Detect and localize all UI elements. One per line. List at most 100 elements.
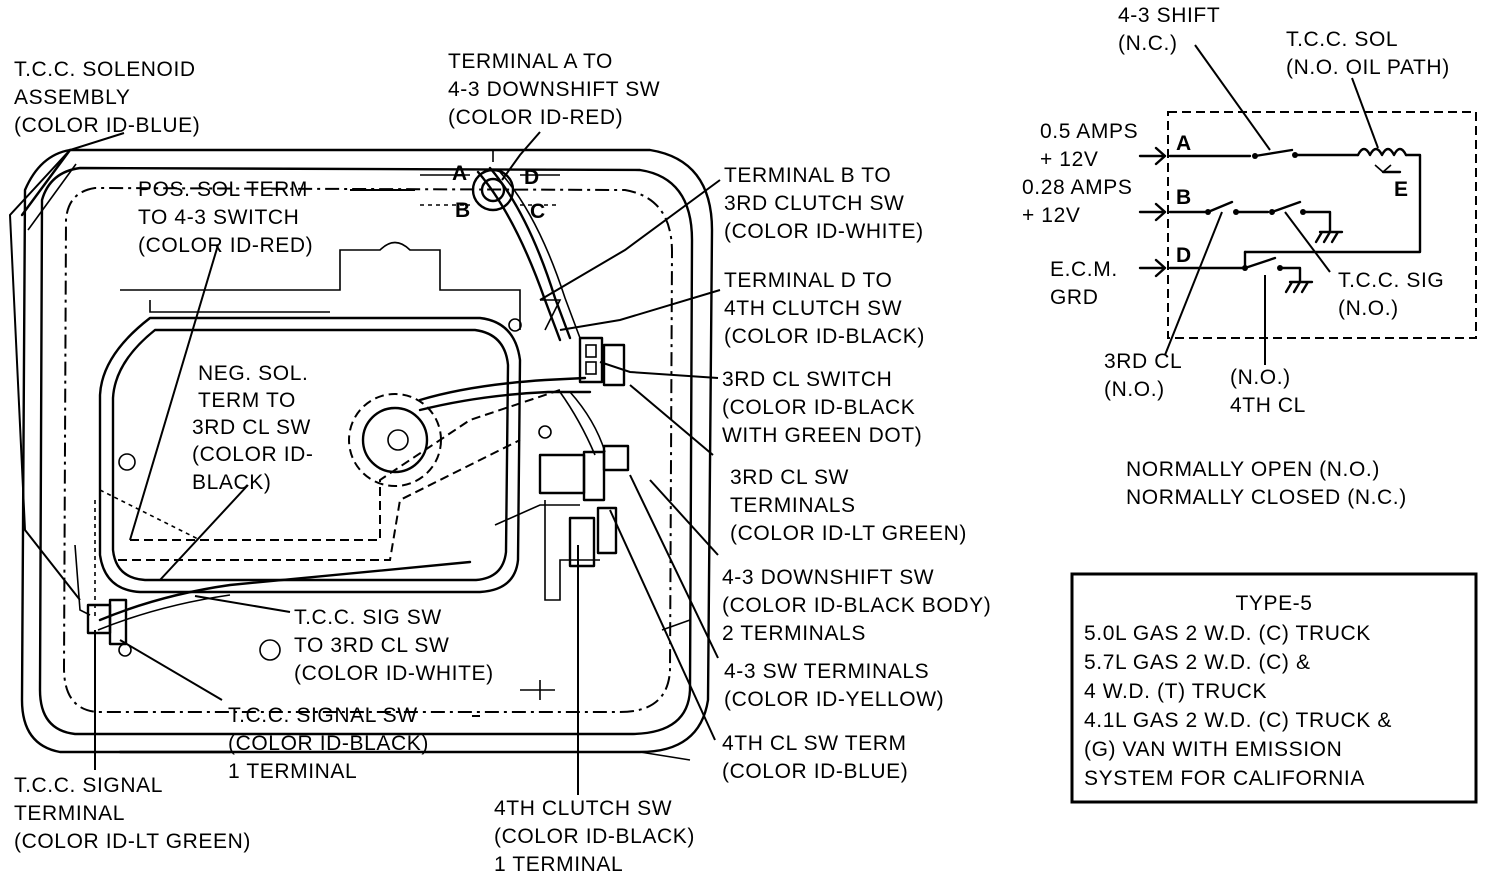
legend: NORMALLY OPEN (N.O.) NORMALLY CLOSED (N.…	[1126, 458, 1407, 509]
svg-text:3RD CL: 3RD CL	[1104, 350, 1182, 373]
svg-text:(N.O.): (N.O.)	[1338, 297, 1399, 320]
legend-normally-closed: NORMALLY CLOSED (N.C.)	[1126, 486, 1407, 509]
third-cl-sw-terminals-label: 3RD CL SW TERMINALS (COLOR ID-LT GREEN)	[730, 466, 967, 545]
svg-text:4TH CL: 4TH CL	[1230, 394, 1306, 417]
type-box-line: 4 W.D. (T) TRUCK	[1084, 680, 1267, 703]
svg-text:D: D	[1176, 244, 1192, 267]
svg-text:(COLOR ID-BLACK BODY): (COLOR ID-BLACK BODY)	[722, 594, 991, 617]
svg-text:(COLOR ID-LT GREEN): (COLOR ID-LT GREEN)	[14, 830, 251, 853]
type-box-line: SYSTEM FOR CALIFORNIA	[1084, 767, 1365, 790]
svg-text:(COLOR ID-BLACK): (COLOR ID-BLACK)	[724, 325, 925, 348]
type-box-line: 5.7L GAS 2 W.D. (C) &	[1084, 651, 1311, 674]
svg-text:BLACK): BLACK)	[192, 471, 271, 494]
leader-lines	[8, 131, 721, 795]
neg-sol-term-label: NEG. SOL. TERM TO 3RD CL SW (COLOR ID- B…	[192, 362, 314, 494]
svg-text:TERMINAL: TERMINAL	[14, 802, 125, 825]
svg-text:ASSEMBLY: ASSEMBLY	[14, 86, 130, 109]
schematic: 4-3 SHIFT (N.C.) T.C.C. SOL (N.O. OIL PA…	[1022, 4, 1477, 417]
diagram-labels: T.C.C. SOLENOID ASSEMBLY (COLOR ID-BLUE)…	[14, 50, 991, 876]
svg-text:4-3 DOWNSHIFT SW: 4-3 DOWNSHIFT SW	[448, 78, 660, 101]
svg-text:T.C.C. SIG SW: T.C.C. SIG SW	[294, 606, 442, 629]
svg-text:(N.C.): (N.C.)	[1118, 32, 1178, 55]
svg-text:(N.O.): (N.O.)	[1230, 366, 1291, 389]
svg-text:3RD CL SWITCH: 3RD CL SWITCH	[722, 368, 892, 391]
svg-text:0.5 AMPS: 0.5 AMPS	[1040, 120, 1138, 143]
svg-text:(COLOR ID-LT GREEN): (COLOR ID-LT GREEN)	[730, 522, 967, 545]
svg-text:+ 12V: + 12V	[1040, 148, 1098, 171]
svg-text:(COLOR ID-: (COLOR ID-	[192, 443, 314, 466]
fourth-clutch-sw-label: 4TH CLUTCH SW (COLOR ID-BLACK) 1 TERMINA…	[494, 797, 695, 876]
downshift-sw-label: 4-3 DOWNSHIFT SW (COLOR ID-BLACK BODY) 2…	[722, 566, 991, 645]
svg-text:+ 12V: + 12V	[1022, 204, 1080, 227]
svg-text:3RD CLUTCH SW: 3RD CLUTCH SW	[724, 192, 904, 215]
terminal-d-label: TERMINAL D TO 4TH CLUTCH SW (COLOR ID-BL…	[724, 269, 925, 348]
legend-normally-open: NORMALLY OPEN (N.O.)	[1126, 458, 1380, 481]
svg-text:4TH CLUTCH SW: 4TH CLUTCH SW	[494, 797, 672, 820]
svg-text:C: C	[530, 200, 546, 223]
svg-text:(COLOR ID-BLACK): (COLOR ID-BLACK)	[494, 825, 695, 848]
svg-text:3RD CL SW: 3RD CL SW	[730, 466, 849, 489]
schematic-labels: 4-3 SHIFT (N.C.) T.C.C. SOL (N.O. OIL PA…	[1022, 4, 1449, 417]
tcc-sig-sw-label: T.C.C. SIG SW TO 3RD CL SW (COLOR ID-WHI…	[294, 606, 494, 685]
terminal-a-label: TERMINAL A TO 4-3 DOWNSHIFT SW (COLOR ID…	[448, 50, 660, 129]
svg-text:(COLOR ID-YELLOW): (COLOR ID-YELLOW)	[724, 688, 944, 711]
svg-text:T.C.C. SOL: T.C.C. SOL	[1286, 28, 1398, 51]
svg-text:T.C.C. SIGNAL SW: T.C.C. SIGNAL SW	[228, 704, 418, 727]
svg-text:0.28 AMPS: 0.28 AMPS	[1022, 176, 1132, 199]
svg-text:T.C.C. SOLENOID: T.C.C. SOLENOID	[14, 58, 196, 81]
terminal-b-label: TERMINAL B TO 3RD CLUTCH SW (COLOR ID-WH…	[724, 164, 924, 243]
svg-text:(COLOR ID-WHITE): (COLOR ID-WHITE)	[294, 662, 494, 685]
svg-text:(COLOR ID-WHITE): (COLOR ID-WHITE)	[724, 220, 924, 243]
fourth-cl-sw-term-label: 4TH CL SW TERM (COLOR ID-BLUE)	[722, 732, 908, 783]
svg-text:(COLOR ID-RED): (COLOR ID-RED)	[138, 234, 313, 257]
svg-text:POS. SOL TERM: POS. SOL TERM	[138, 178, 308, 201]
tcc-solenoid-label: T.C.C. SOLENOID ASSEMBLY (COLOR ID-BLUE)	[14, 58, 200, 137]
svg-text:(COLOR ID-BLUE): (COLOR ID-BLUE)	[14, 114, 200, 137]
svg-text:TERMINAL B TO: TERMINAL B TO	[724, 164, 891, 187]
type-box-title: TYPE-5	[1235, 592, 1312, 615]
svg-text:4-3 DOWNSHIFT SW: 4-3 DOWNSHIFT SW	[722, 566, 934, 589]
type-box-line: (G) VAN WITH EMISSION	[1084, 738, 1342, 761]
svg-text:(COLOR ID-BLUE): (COLOR ID-BLUE)	[722, 760, 908, 783]
svg-text:A: A	[452, 162, 468, 185]
svg-text:(COLOR ID-BLACK: (COLOR ID-BLACK	[722, 396, 915, 419]
type-box-line: 4.1L GAS 2 W.D. (C) TRUCK &	[1084, 709, 1392, 732]
svg-text:E: E	[1394, 178, 1409, 201]
svg-text:2 TERMINALS: 2 TERMINALS	[722, 622, 866, 645]
svg-text:B: B	[455, 199, 471, 222]
svg-text:TERM TO: TERM TO	[198, 389, 296, 412]
svg-text:TO 3RD CL SW: TO 3RD CL SW	[294, 634, 449, 657]
svg-text:(N.O.): (N.O.)	[1104, 378, 1165, 401]
svg-text:WITH GREEN DOT): WITH GREEN DOT)	[722, 424, 922, 447]
tcc-signal-terminal-label: T.C.C. SIGNAL TERMINAL (COLOR ID-LT GREE…	[14, 774, 251, 853]
svg-text:TO 4-3 SWITCH: TO 4-3 SWITCH	[138, 206, 299, 229]
svg-text:TERMINAL A TO: TERMINAL A TO	[448, 50, 613, 73]
pos-sol-term-label: POS. SOL TERM TO 4-3 SWITCH (COLOR ID-RE…	[138, 178, 313, 257]
svg-text:1 TERMINAL: 1 TERMINAL	[228, 760, 357, 783]
connector-pin-labels: A D B C	[452, 162, 546, 223]
svg-text:E.C.M.: E.C.M.	[1050, 258, 1118, 281]
svg-text:4-3 SHIFT: 4-3 SHIFT	[1118, 4, 1220, 27]
svg-text:(COLOR ID-RED): (COLOR ID-RED)	[448, 106, 623, 129]
svg-text:4TH CLUTCH SW: 4TH CLUTCH SW	[724, 297, 902, 320]
svg-text:A: A	[1176, 132, 1192, 155]
svg-text:3RD CL SW: 3RD CL SW	[192, 416, 311, 439]
svg-text:4TH CL SW TERM: 4TH CL SW TERM	[722, 732, 907, 755]
svg-text:T.C.C. SIG: T.C.C. SIG	[1338, 269, 1444, 292]
svg-text:(COLOR ID-BLACK): (COLOR ID-BLACK)	[228, 732, 429, 755]
third-cl-switch-label: 3RD CL SWITCH (COLOR ID-BLACK WITH GREEN…	[722, 368, 922, 447]
svg-text:NEG. SOL.: NEG. SOL.	[198, 362, 308, 385]
svg-text:TERMINALS: TERMINALS	[730, 494, 856, 517]
svg-text:4-3 SW TERMINALS: 4-3 SW TERMINALS	[724, 660, 929, 683]
type-box-line: 5.0L GAS 2 W.D. (C) TRUCK	[1084, 622, 1371, 645]
svg-text:GRD: GRD	[1050, 286, 1098, 309]
svg-text:T.C.C. SIGNAL: T.C.C. SIGNAL	[14, 774, 163, 797]
tcc-signal-sw-label: T.C.C. SIGNAL SW (COLOR ID-BLACK) 1 TERM…	[228, 704, 429, 783]
svg-text:D: D	[524, 166, 540, 189]
type-box: TYPE-5 5.0L GAS 2 W.D. (C) TRUCK 5.7L GA…	[1070, 572, 1478, 804]
svg-text:B: B	[1176, 186, 1192, 209]
transmission-pan-drawing	[20, 148, 714, 761]
sw43-terminals-label: 4-3 SW TERMINALS (COLOR ID-YELLOW)	[724, 660, 944, 711]
